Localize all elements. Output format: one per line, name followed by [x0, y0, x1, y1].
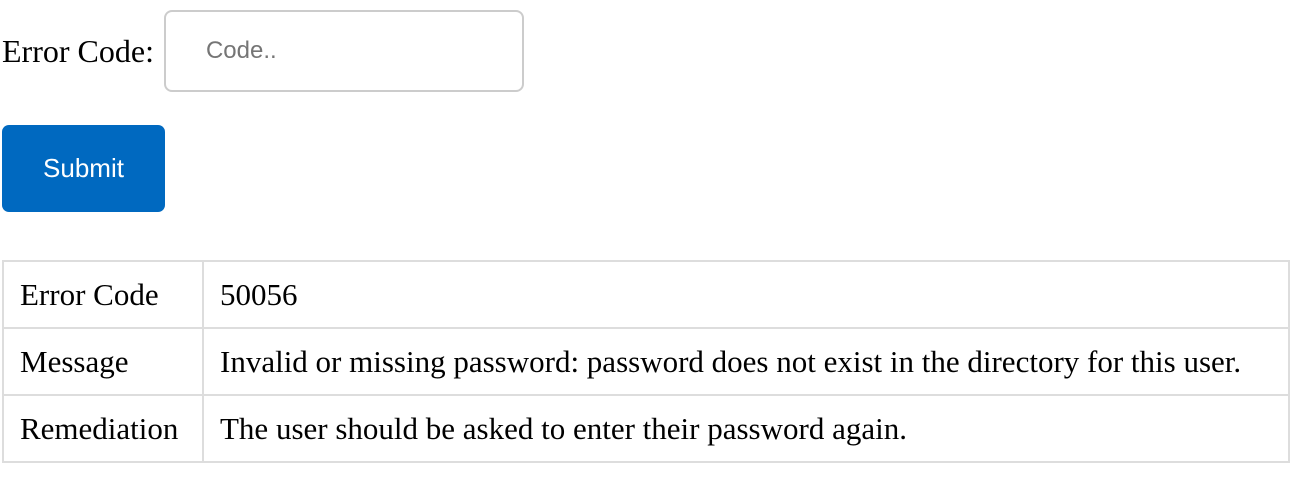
table-row-message: Message Invalid or missing password: pas… [2, 327, 1290, 396]
row-key: Remediation [2, 394, 204, 463]
row-key: Error Code [2, 260, 204, 329]
error-code-label: Error Code: [2, 33, 154, 69]
row-value: Invalid or missing password: password do… [202, 327, 1290, 396]
error-code-input[interactable] [163, 10, 524, 92]
table-row-error-code: Error Code 50056 [2, 260, 1290, 329]
submit-button[interactable]: Submit [2, 125, 165, 212]
row-value: 50056 [202, 260, 1290, 329]
error-details-table: Error Code 50056 Message Invalid or miss… [2, 260, 1290, 463]
error-code-form-row: Error Code: [2, 10, 524, 92]
row-value: The user should be asked to enter their … [202, 394, 1290, 463]
table-row-remediation: Remediation The user should be asked to … [2, 394, 1290, 463]
row-key: Message [2, 327, 204, 396]
